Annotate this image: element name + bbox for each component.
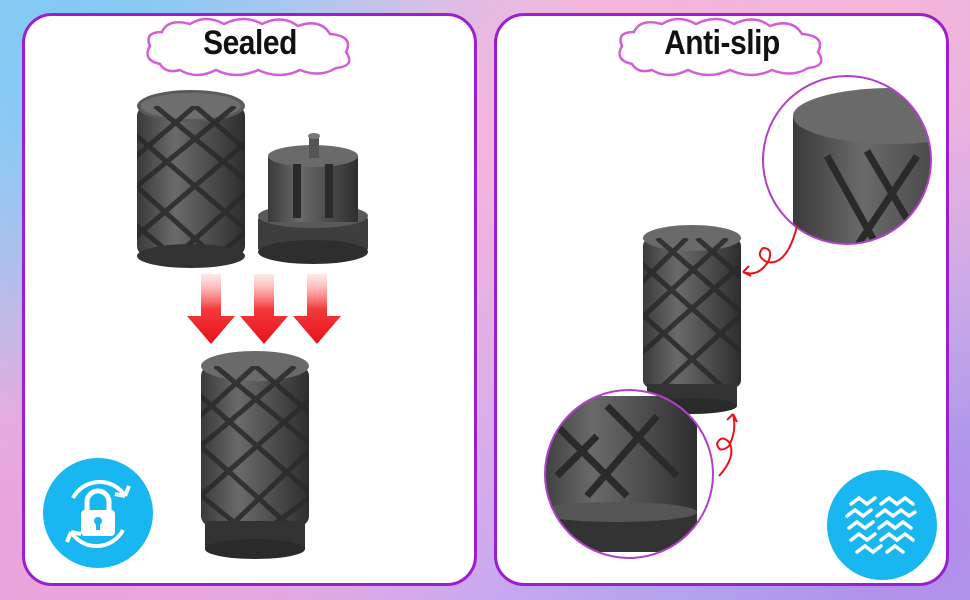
arrow-down-icon [187, 274, 235, 344]
anti-slip-illustration [544, 75, 932, 559]
anti-slip-title-cloud: Anti-slip [612, 14, 832, 80]
connector-arrows [715, 225, 798, 477]
assembled-container [201, 351, 309, 559]
lock-refresh-badge [43, 458, 153, 568]
arrow-down-icon [240, 274, 288, 344]
sealed-illustration [137, 90, 368, 559]
lock-refresh-icon [65, 479, 131, 549]
anti-slip-panel: Anti-slip [494, 13, 949, 586]
down-arrows [187, 274, 341, 344]
container-product [643, 225, 741, 414]
texture-badge [827, 470, 937, 580]
arrow-down-icon [293, 274, 341, 344]
herringbone-texture-icon [845, 495, 917, 555]
cap-top [137, 90, 245, 268]
zoom-bottom-detail [544, 389, 714, 559]
zoom-top-detail [762, 75, 932, 245]
sealed-title: Sealed [202, 24, 297, 62]
sealed-title-cloud: Sealed [140, 14, 360, 80]
sealed-panel: Sealed [22, 13, 477, 586]
anti-slip-title: Anti-slip [663, 24, 780, 62]
base-part [258, 133, 368, 264]
